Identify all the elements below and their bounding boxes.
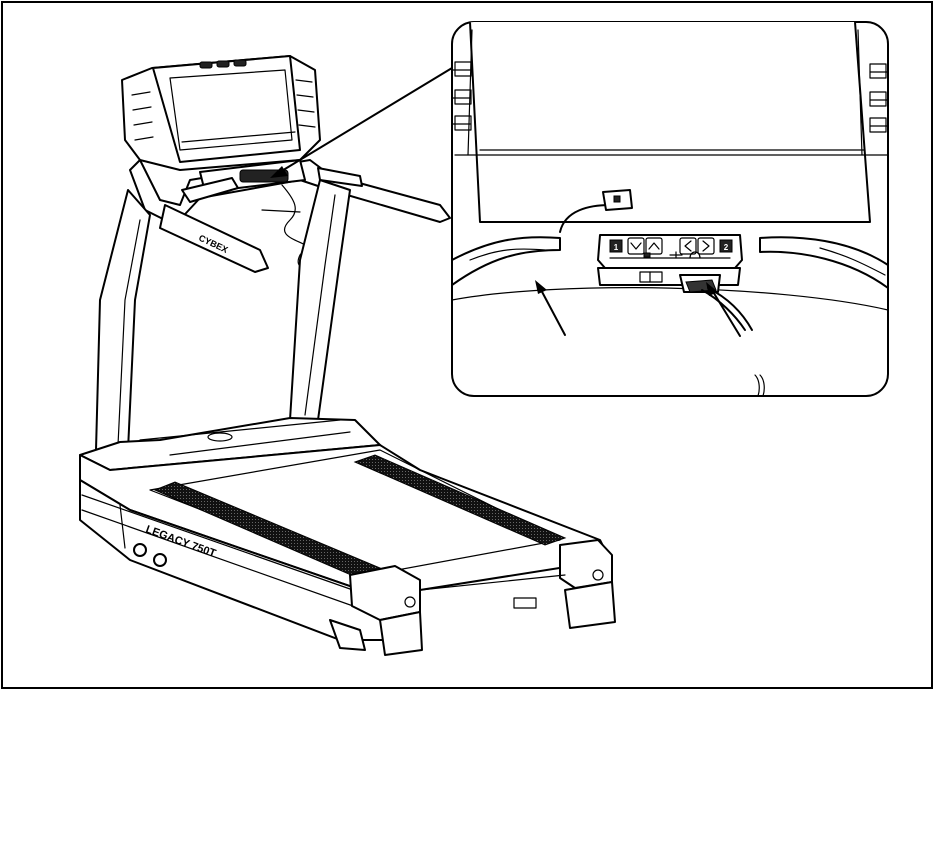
- handlebars: CYBEX: [130, 160, 450, 272]
- usb-icon: [644, 253, 650, 257]
- detail-inset: 1: [452, 22, 890, 396]
- console-pod: 1: [598, 235, 742, 268]
- display-console: [122, 56, 320, 170]
- svg-text:2: 2: [724, 243, 729, 252]
- running-deck: LEGACY 750T: [80, 445, 615, 655]
- uprights: [96, 180, 350, 450]
- svg-text:1: 1: [614, 243, 619, 252]
